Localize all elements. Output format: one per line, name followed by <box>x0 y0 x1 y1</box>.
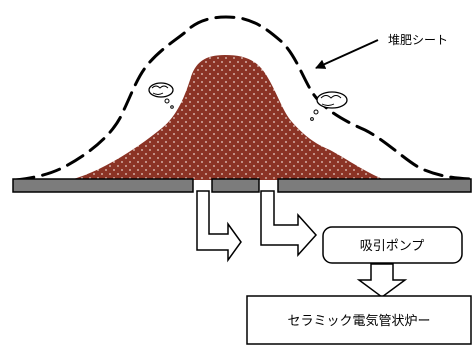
flow-arrow-left <box>196 190 242 263</box>
furnace-label: セラミック電気管状炉ー <box>287 313 430 329</box>
cover-sheet-label: 堆肥シート <box>388 33 448 47</box>
steam-bubble-right <box>310 91 348 121</box>
compost-pile <box>70 55 385 180</box>
furnace-box <box>246 295 472 345</box>
flow-arrow-right <box>260 190 318 257</box>
suction-pump-label: 吸引ポンプ <box>360 239 425 254</box>
base-board-middle <box>211 178 260 193</box>
down-flow-arrow <box>356 263 408 298</box>
base-board-left <box>12 178 194 193</box>
label-pointer-arrow <box>315 39 379 69</box>
steam-bubble-left <box>148 82 174 109</box>
cover-sheet-outline <box>14 15 472 182</box>
base-board-right <box>277 178 472 193</box>
suction-pump-box <box>322 226 463 264</box>
